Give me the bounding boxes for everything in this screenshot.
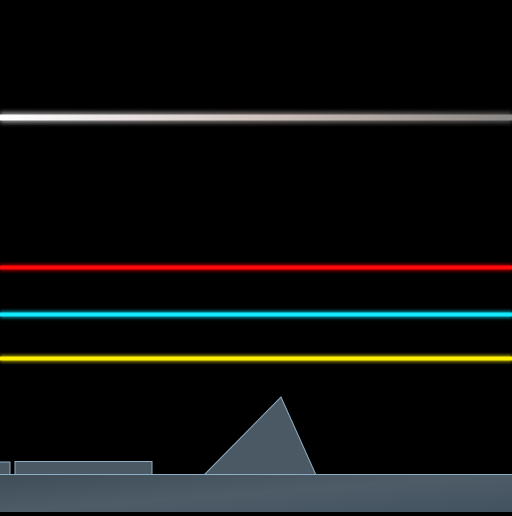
- beam-white: [0, 112, 512, 123]
- terrain: [0, 396, 512, 513]
- block-small: [0, 461, 11, 476]
- beam-red: [0, 264, 512, 271]
- beam-yellow: [0, 355, 512, 362]
- beam-cyan: [0, 311, 512, 318]
- spike-triangle: [202, 396, 317, 476]
- ground: [0, 474, 512, 513]
- block-long: [14, 461, 153, 476]
